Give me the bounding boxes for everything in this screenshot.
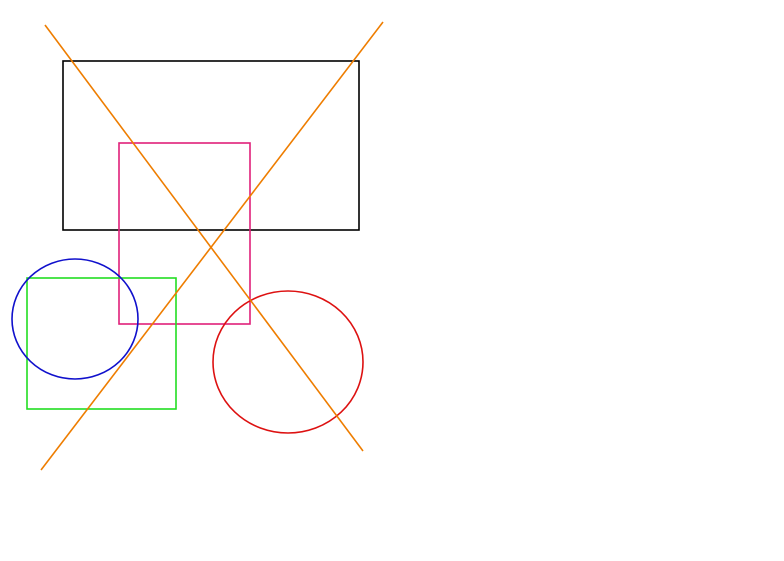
blue-circle — [11, 258, 139, 380]
black-rectangle — [62, 60, 360, 231]
green-rectangle — [26, 277, 177, 410]
orange-line-ascending — [40, 21, 384, 471]
pink-rectangle — [118, 142, 251, 325]
orange-line-descending — [44, 24, 364, 452]
red-circle — [212, 290, 364, 434]
